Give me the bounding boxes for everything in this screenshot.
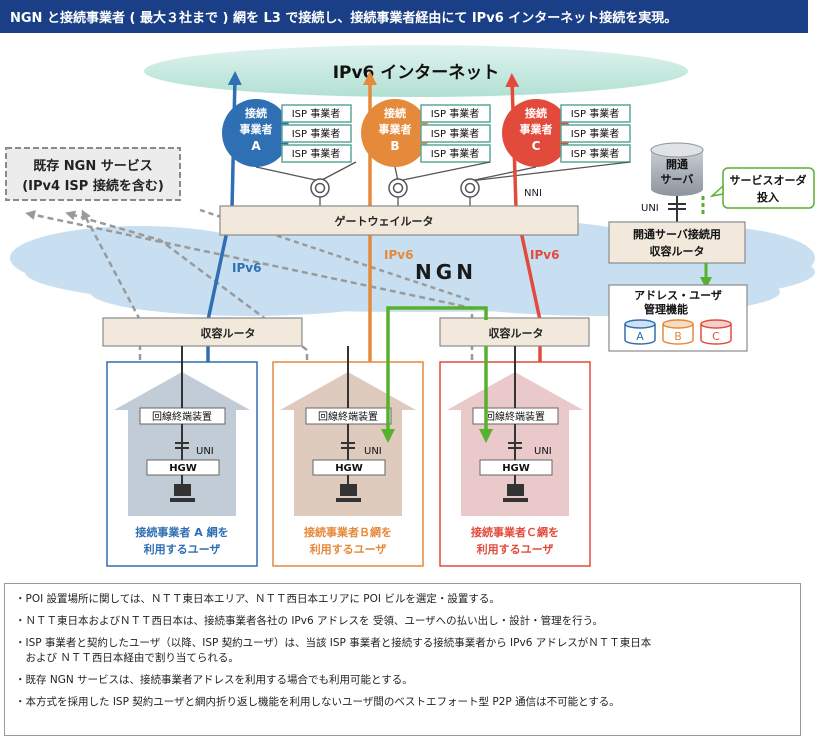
note-1: ・POI 設置場所に関しては、ＮＴＴ東日本エリア、ＮＴＴ西日本エリアに POI … (15, 593, 500, 605)
home-c-hgw-label: HGW (502, 463, 530, 474)
home-c-caption-1: 接続事業者Ｃ網を (471, 525, 559, 539)
legacy-ngn-line2: (IPv4 ISP 接続を含む) (22, 178, 164, 194)
server-router-line1: 開通サーバ接続用 (633, 227, 721, 241)
server-router (608, 221, 746, 264)
access-router-left-label: 収容ルータ (201, 326, 256, 340)
home-b: 回線終端装置 UNI HGW 接続事業者Ｂ網を 利用するユーザ (272, 361, 424, 567)
db-c-label: C (712, 330, 720, 343)
isp-box-c2: ISP 事業者 (571, 127, 620, 140)
home-b-caption-2: 利用するユーザ (310, 542, 387, 556)
isp-a-circle (222, 99, 290, 167)
db-b-label: B (674, 330, 682, 343)
server-label-2: サーバ (661, 173, 694, 186)
isp-box-b1: ISP 事業者 (431, 107, 480, 120)
gateway-router-label: ゲートウェイルータ (335, 214, 434, 228)
ipv6-internet-cloud (144, 45, 688, 97)
poi-circles (310, 178, 480, 198)
isp-operator-boxes: ISP 事業者 ISP 事業者 ISP 事業者 ISP 事業者 ISP 事業者 … (281, 104, 631, 163)
isp-a-label-1: 接続 (245, 106, 267, 120)
address-line2: 管理機能 (644, 302, 688, 316)
server-uni-label: UNI (641, 203, 659, 214)
home-a-caption-1: 接続事業者 A 網を (135, 525, 228, 539)
notes-box: ・POI 設置場所に関しては、ＮＴＴ東日本エリア、ＮＴＴ西日本エリアに POI … (4, 583, 801, 736)
db-a: A (624, 319, 656, 345)
isp-c: 接続 事業者 C (502, 99, 570, 167)
home-a-onu-label: 回線終端装置 (152, 410, 212, 423)
note-4: ・既存 NGN サービスは、接続事業者アドレスを利用する場合でも利用可能とする。 (15, 674, 413, 686)
access-router-right (439, 317, 590, 347)
callout-line2: 投入 (757, 190, 779, 204)
poi-connectors (255, 161, 631, 206)
note-5: ・本方式を採用した ISP 契約ユーザと網内折り返し機能を利用しないユーザ間のベ… (15, 696, 620, 708)
note-2: ・ＮＴＴ東日本およびＮＴＴ西日本は、接続事業者各社の IPv6 アドレスを 受領… (15, 615, 603, 627)
home-a-hgw-label: HGW (169, 463, 197, 474)
header-title: NGN と接続事業者 ( 最大３社まで ) 網を L3 で接続し、接続事業者経由… (10, 10, 677, 26)
home-a-caption-2: 利用するユーザ (144, 542, 221, 556)
legacy-ngn-box (5, 147, 181, 201)
db-b: B (662, 319, 694, 345)
access-router-left (102, 317, 303, 347)
isp-c-label-3: C (532, 139, 541, 153)
header-bar (0, 0, 808, 33)
address-line1: アドレス・ユーザ (634, 289, 722, 302)
ipv6-label-c: IPv6 (530, 248, 559, 262)
ipv6-label-b: IPv6 (384, 248, 413, 262)
callout-line1: サービスオーダ (730, 173, 807, 187)
db-a-label: A (636, 330, 644, 343)
server-label-1: 開通 (666, 158, 688, 171)
green-path-b (381, 306, 488, 443)
home-a-uni-label: UNI (196, 446, 214, 457)
pc-icon-c (507, 484, 524, 496)
network-diagram: NGN と接続事業者 ( 最大３社まで ) 網を L3 で接続し、接続事業者経由… (0, 0, 815, 567)
isp-box-b2: ISP 事業者 (431, 127, 480, 140)
access-router-right-label: 収容ルータ (489, 326, 544, 340)
provisioning-server: 開通 サーバ (650, 142, 704, 196)
ipv6-label-a: IPv6 (232, 261, 261, 275)
note-3: ・ISP 事業者と契約したユーザ（以降、ISP 契約ユーザ）は、当該 ISP 事… (15, 637, 652, 664)
isp-a: 接続 事業者 A (222, 99, 290, 167)
home-c-onu-label: 回線終端装置 (485, 410, 545, 423)
isp-b-circle (361, 99, 429, 167)
nni-label: NNI (524, 188, 542, 199)
db-c: C (700, 319, 732, 345)
isp-box-a3: ISP 事業者 (292, 147, 341, 160)
isp-box-c3: ISP 事業者 (571, 147, 620, 160)
isp-c-label-2: 事業者 (520, 122, 553, 136)
isp-a-label-3: A (251, 139, 261, 153)
isp-b-label-2: 事業者 (379, 122, 412, 136)
home-b-onu-label: 回線終端装置 (318, 410, 378, 423)
isp-b-label-1: 接続 (384, 106, 406, 120)
pc-icon-b (340, 484, 357, 496)
isp-c-label-1: 接続 (525, 106, 547, 120)
isp-box-b3: ISP 事業者 (431, 147, 480, 160)
gateway-router (219, 205, 579, 236)
isp-c-circle (502, 99, 570, 167)
home-c-caption-2: 利用するユーザ (477, 542, 554, 556)
isp-b-label-3: B (390, 139, 399, 153)
home-b-hgw-label: HGW (335, 463, 363, 474)
isp-b: 接続 事業者 B (361, 99, 429, 167)
home-b-uni-label: UNI (364, 446, 382, 457)
ngn-label: NGN (415, 260, 477, 284)
service-order-callout: サービスオーダ 投入 (709, 167, 815, 209)
legacy-ngn-line1: 既存 NGN サービス (33, 158, 152, 174)
home-wiring (175, 346, 522, 484)
home-b-caption-1: 接続事業者Ｂ網を (304, 525, 392, 539)
isp-box-a1: ISP 事業者 (292, 107, 341, 120)
isp-box-a2: ISP 事業者 (292, 127, 341, 140)
ipv6-internet-label: IPv6 インターネット (333, 63, 500, 83)
server-router-line2: 収容ルータ (650, 244, 705, 258)
home-c-uni-label: UNI (534, 446, 552, 457)
isp-a-label-2: 事業者 (240, 122, 273, 136)
pc-icons (170, 484, 528, 502)
pc-icon-a (174, 484, 191, 496)
isp-box-c1: ISP 事業者 (571, 107, 620, 120)
